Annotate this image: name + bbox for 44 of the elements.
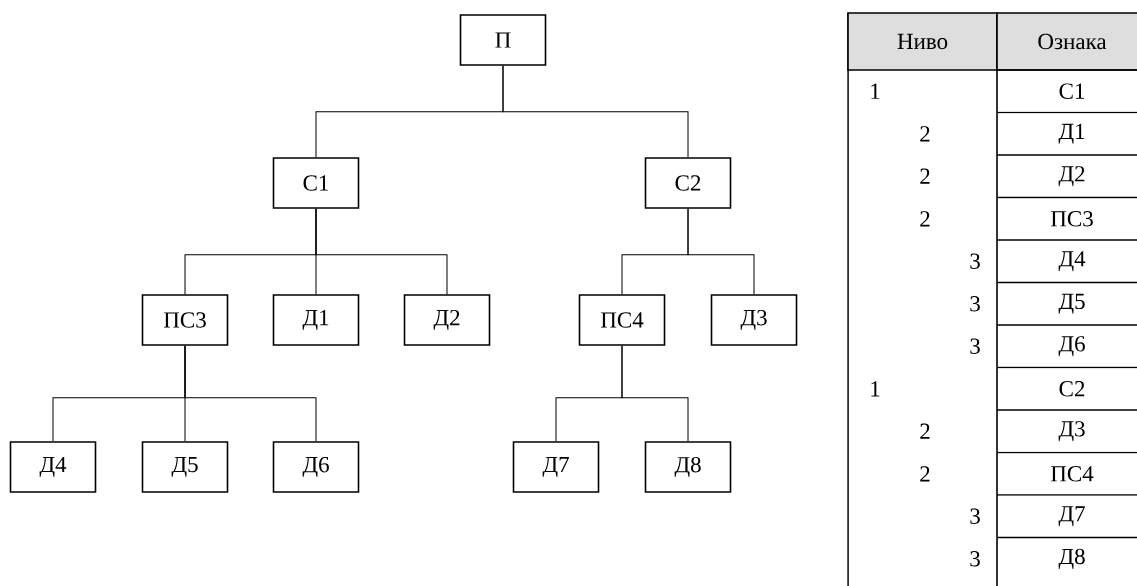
- tree-box: Д2: [403, 294, 491, 346]
- table-cell: Д4: [996, 239, 1137, 272]
- tree-box: Д4: [9, 441, 97, 493]
- level-number: 1: [871, 83, 880, 99]
- tree-box: Д5: [141, 441, 229, 493]
- tree-box: Д8: [644, 441, 732, 493]
- table-cell: ПС4: [996, 451, 1137, 482]
- level-number: 2: [920, 168, 930, 184]
- table-cell: Д6: [996, 324, 1137, 357]
- tree-box: П: [459, 14, 547, 66]
- table-cell: С1: [996, 69, 1137, 99]
- level-number: 3: [970, 296, 980, 312]
- table-cell: Д7: [996, 494, 1137, 527]
- connector-line: [184, 345, 317, 442]
- level-number: 2: [920, 466, 930, 482]
- tree-box: Д1: [272, 294, 360, 346]
- level-number: 3: [970, 338, 980, 354]
- tree-box: Д7: [512, 441, 600, 493]
- level-number: 3: [970, 508, 980, 524]
- connector-line: [315, 208, 448, 295]
- tree-box: С2: [644, 157, 732, 209]
- table-cell: Д2: [996, 154, 1137, 187]
- table-cell: С2: [996, 366, 1137, 397]
- tree-box: ПС3: [141, 294, 229, 346]
- table-header-cell: Ниво: [847, 12, 998, 71]
- level-number: 3: [970, 253, 980, 269]
- table-cell: ПС3: [996, 196, 1137, 227]
- connector-line: [621, 345, 689, 442]
- level-number: 2: [920, 423, 930, 439]
- table-cell: Д8: [996, 536, 1137, 569]
- tree-box: Д3: [710, 294, 798, 346]
- level-number: 3: [970, 551, 980, 567]
- level-number: 2: [920, 211, 930, 227]
- level-number: 1: [871, 381, 880, 397]
- table-header-cell: Ознака: [996, 12, 1137, 71]
- tree-box: Д6: [272, 441, 360, 493]
- table-cell: Д1: [996, 111, 1137, 144]
- table-cell: Д3: [996, 409, 1137, 442]
- connector-line: [502, 65, 689, 158]
- table-cell: Д5: [996, 281, 1137, 314]
- level-number: 2: [920, 126, 930, 142]
- tree-box: С1: [272, 157, 360, 209]
- connector-line: [687, 208, 755, 295]
- tree-box: ПС4: [578, 294, 666, 346]
